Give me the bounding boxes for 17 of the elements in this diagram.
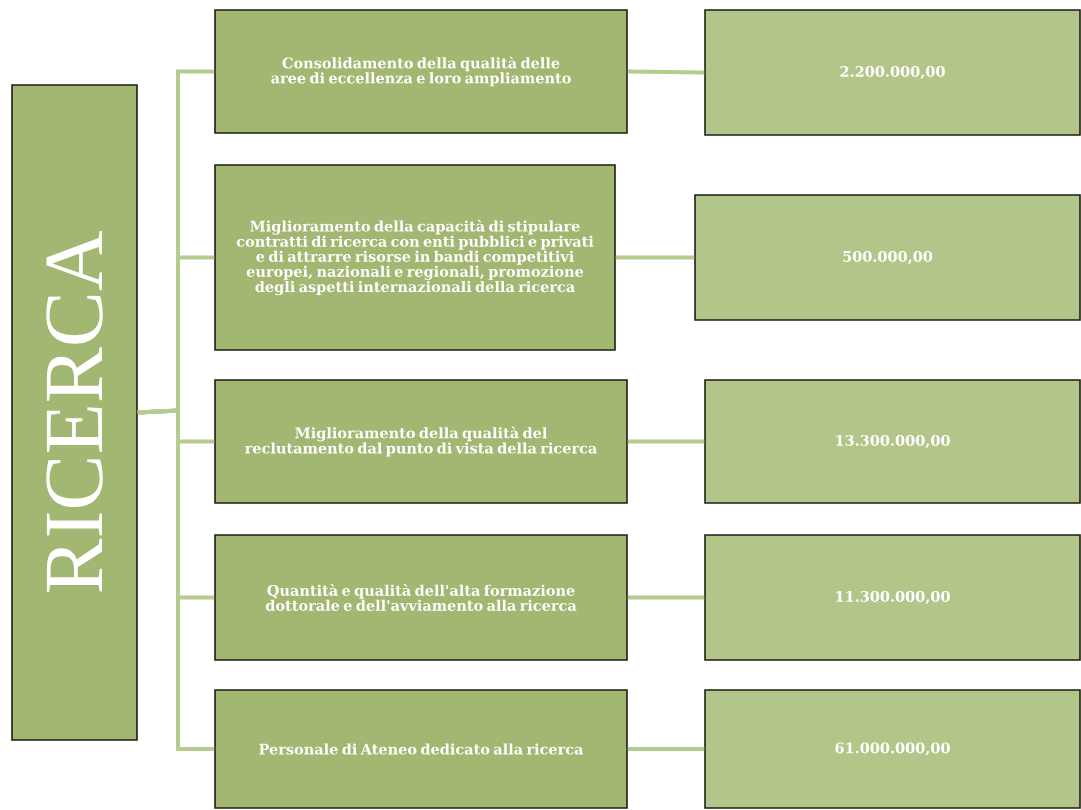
amount-box: 500.000,00: [694, 194, 1081, 321]
goal-box: Personale di Ateneo dedicato alla ricerca: [214, 689, 628, 809]
amount-box: 13.300.000,00: [704, 379, 1081, 504]
connector-line: [137, 408, 215, 751]
amount-box: 2.200.000,00: [704, 9, 1081, 136]
connector-line: [615, 255, 695, 260]
goal-box: Miglioramento della capacità di stipulare contratti di ricerca con enti pubblici e privati e di attrarre risorse in bandi competitivi europei, nazionali e regionali, promozione degli aspetti internazionali della ricerca: [214, 164, 616, 351]
connector-line: [627, 439, 705, 444]
goal-box: Consolidamento della qualità delle aree di eccellenza e loro ampliamento: [214, 9, 628, 134]
goal-box: Quantità e qualità dell'alta formazione dottorale e dell'avviamento alla ricerca: [214, 534, 628, 661]
connector-line: [627, 595, 705, 600]
connector-line: [627, 747, 705, 751]
amount-box: 61.000.000,00: [704, 689, 1081, 809]
title-box: RICERCA: [11, 84, 138, 741]
goal-box: Miglioramento della qualità del reclutamento dal punto di vista della ricerca: [214, 379, 628, 504]
amount-box: 11.300.000,00: [704, 534, 1081, 661]
connector-line: [627, 69, 705, 75]
